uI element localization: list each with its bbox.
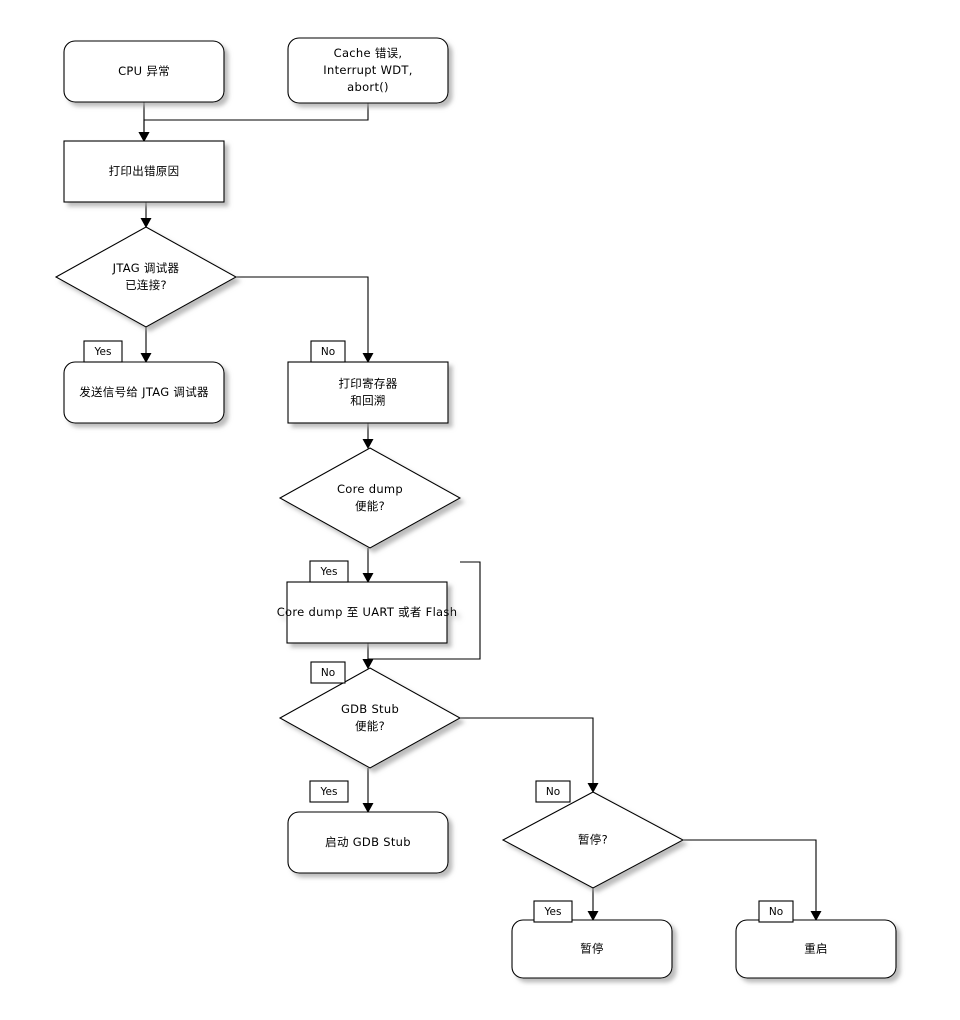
decision-shape <box>278 667 462 769</box>
edge-label-box <box>83 340 123 363</box>
edge-label-box <box>310 661 346 684</box>
node-label: 便能? <box>355 719 385 733</box>
edge-label-halt-yes: Yes <box>533 900 573 923</box>
edges-layer <box>138 102 822 921</box>
node-label: Interrupt WDT, <box>323 63 412 77</box>
edge-label-text: Yes <box>320 786 338 798</box>
edge-e-uart-to-gdbstub <box>362 643 374 669</box>
terminator-shape <box>287 37 449 104</box>
edge-e-jtag-no <box>236 276 374 363</box>
edge-label-text: No <box>321 667 335 679</box>
edge-label-jtag-yes: Yes <box>83 340 123 363</box>
edge-e-cache-to-print <box>138 103 369 142</box>
edge-label-gdbstub-no: No <box>535 780 571 803</box>
node-label: abort() <box>347 80 389 94</box>
edge-label-text: No <box>546 786 560 798</box>
node-cache-error[interactable]: Cache 错误, Interrupt WDT, abort() <box>287 37 449 104</box>
edge-label-box <box>533 900 573 923</box>
node-label: 暂停? <box>578 833 608 847</box>
edge-label-text: Yes <box>94 346 112 358</box>
edge-label-box <box>535 780 571 803</box>
edge-label-jtag-no: No <box>310 340 346 363</box>
process-shape <box>287 361 449 424</box>
process-shape <box>286 581 448 644</box>
process-shape <box>63 140 225 203</box>
decision-shape <box>54 226 238 328</box>
edge-label-text: No <box>321 346 335 358</box>
node-halt[interactable]: 暂停 <box>511 919 673 979</box>
edge-label-text: No <box>769 906 783 918</box>
node-signal-jtag[interactable]: 发送信号给 JTAG 调试器 <box>63 361 225 424</box>
edge-label-halt-no: No <box>758 900 794 923</box>
arrowhead-icon <box>140 353 152 363</box>
terminator-shape <box>287 811 449 874</box>
edge-label-text: Yes <box>544 906 562 918</box>
decision-shape <box>501 791 685 889</box>
arrowhead-icon <box>362 803 374 813</box>
arrowhead-icon <box>362 353 374 363</box>
edge-e-coredump-yes <box>362 548 374 583</box>
nodes-layer: CPU 异常 Cache 错误, Interrupt WDT, abort() 打印出错… <box>54 37 897 979</box>
terminator-shape <box>63 361 225 424</box>
node-label: 打印寄存器 <box>339 377 398 391</box>
arrowhead-icon <box>362 659 374 669</box>
edge-label-coredump-no: No <box>310 661 346 684</box>
arrowhead-icon <box>140 218 152 228</box>
terminator-shape <box>735 919 897 979</box>
edge-e-registers-to-coredump <box>362 423 374 449</box>
arrowhead-icon <box>362 573 374 583</box>
node-print-error-reason[interactable]: 打印出错原因 <box>63 140 225 203</box>
edge-e-halt-yes <box>587 888 599 921</box>
node-cpu-exception[interactable]: CPU 异常 <box>63 40 225 103</box>
terminator-shape <box>63 40 225 103</box>
edge-e-print-to-jtag <box>140 202 152 228</box>
node-label: Cache 错误, <box>334 46 403 60</box>
decision-shape <box>278 447 462 549</box>
arrowhead-icon <box>362 439 374 449</box>
edge-label-box <box>758 900 794 923</box>
edge-label-box <box>309 560 349 583</box>
edge-label-box <box>309 780 349 803</box>
node-label: 和回溯 <box>350 394 385 408</box>
arrowhead-icon <box>587 911 599 921</box>
node-label: CPU 异常 <box>118 64 170 78</box>
node-label: JTAG 调试器 <box>112 261 180 275</box>
edge-label-gdbstub-yes: Yes <box>309 780 349 803</box>
edge-e-halt-no <box>683 839 822 921</box>
edge-label-box <box>310 340 346 363</box>
edge-e-jtag-yes <box>140 327 152 363</box>
node-coredump-enabled[interactable]: Core dump 便能? <box>278 447 462 549</box>
edge-e-gdbstub-no <box>460 717 599 793</box>
node-label: 重启 <box>804 942 828 956</box>
arrowhead-icon <box>587 783 599 793</box>
arrowhead-icon <box>138 132 150 142</box>
node-coredump-to-uart[interactable]: Core dump 至 UART 或者 Flash <box>277 581 458 644</box>
node-gdbstub-enabled[interactable]: GDB Stub 便能? <box>278 667 462 769</box>
node-label: 发送信号给 JTAG 调试器 <box>79 385 209 399</box>
arrowhead-icon <box>810 911 822 921</box>
node-label: Core dump <box>337 482 403 496</box>
node-label: 便能? <box>355 499 385 513</box>
node-label: 打印出错原因 <box>109 164 180 178</box>
terminator-shape <box>511 919 673 979</box>
node-label: 暂停 <box>580 942 604 956</box>
edge-label-text: Yes <box>320 566 338 578</box>
edge-e-gdbstub-yes <box>362 768 374 813</box>
node-label: GDB Stub <box>341 702 399 716</box>
node-label: Core dump 至 UART 或者 Flash <box>277 605 458 619</box>
node-label: 启动 GDB Stub <box>325 835 411 849</box>
node-start-gdbstub[interactable]: 启动 GDB Stub <box>287 811 449 874</box>
edge-label-coredump-yes: Yes <box>309 560 349 583</box>
node-halt-question[interactable]: 暂停? <box>501 791 685 889</box>
node-reboot[interactable]: 重启 <box>735 919 897 979</box>
node-label: 已连接? <box>125 278 167 292</box>
